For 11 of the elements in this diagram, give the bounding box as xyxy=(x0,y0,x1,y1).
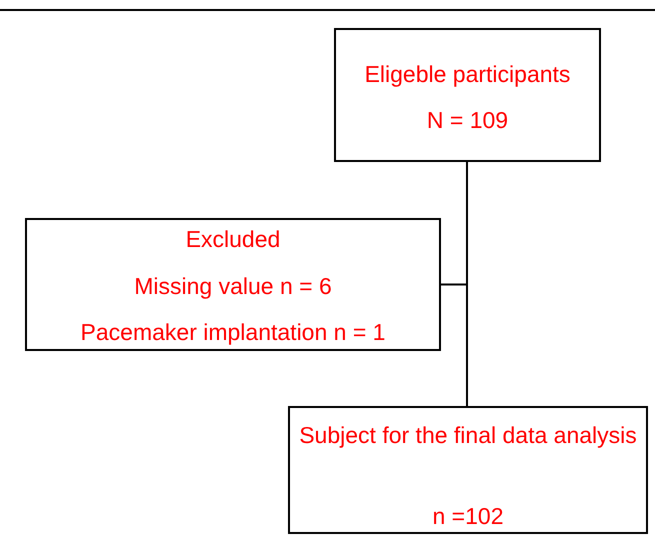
box-text: n =102 xyxy=(432,502,504,531)
process-box xyxy=(25,218,441,351)
connector-line xyxy=(466,162,468,406)
process-box xyxy=(288,406,648,534)
box-text: Eligeble participants xyxy=(364,60,572,89)
box-text: Pacemaker implantation n = 1 xyxy=(80,318,386,347)
box-text: Excluded xyxy=(184,225,282,254)
box-text: Subject for the final data analysis xyxy=(298,421,638,450)
box-text: Missing value n = 6 xyxy=(133,272,333,301)
process-box xyxy=(334,28,601,162)
box-text: N = 109 xyxy=(426,106,510,135)
